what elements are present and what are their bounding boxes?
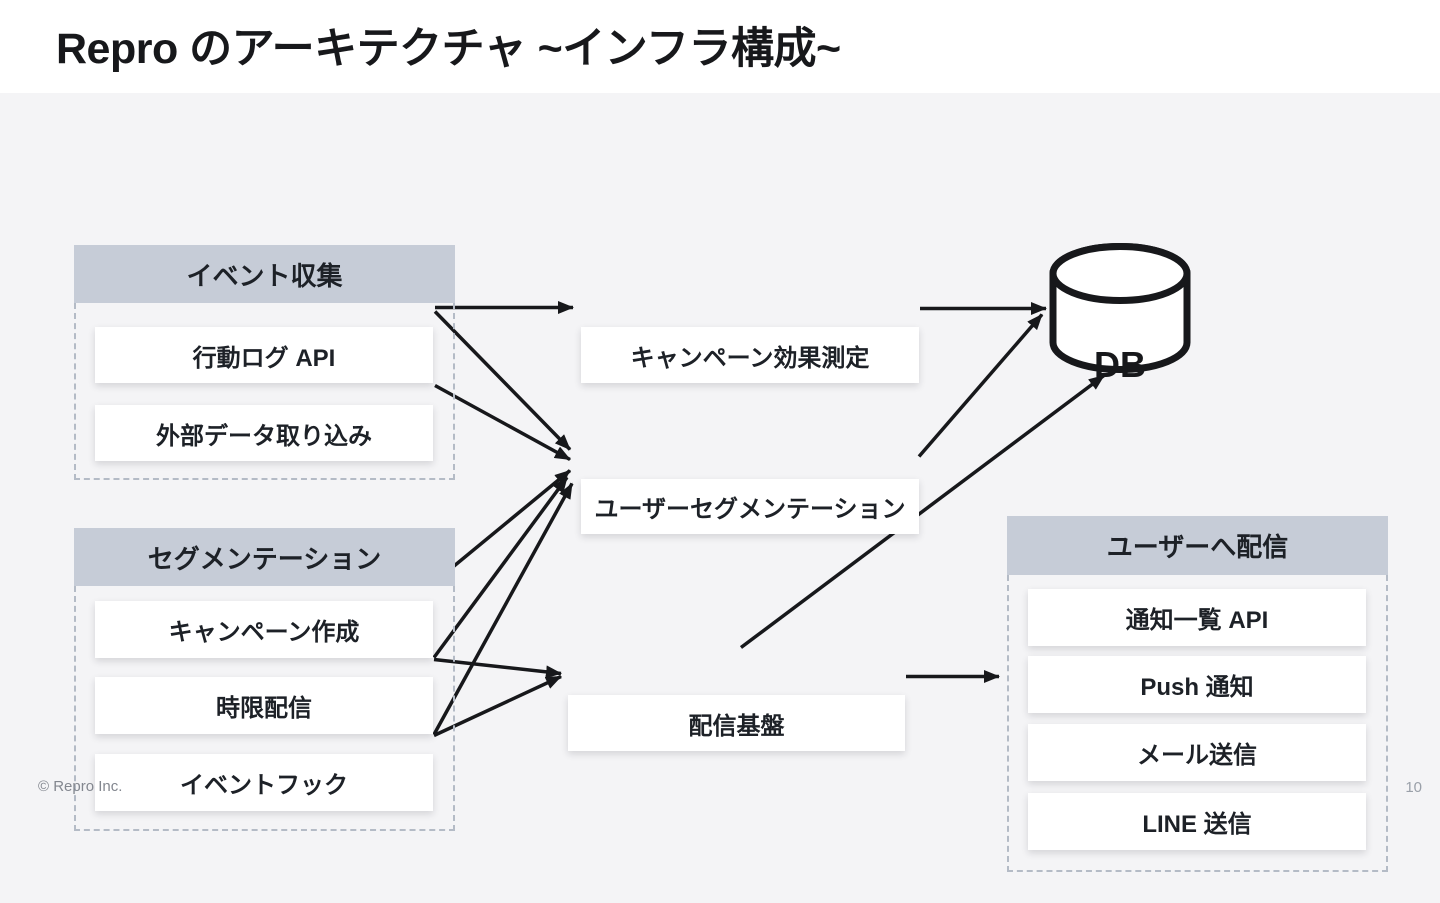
node-external-data-import: 外部データ取り込み — [95, 405, 433, 461]
group-header-user-delivery: ユーザーへ配信 — [1007, 516, 1388, 575]
node-push-notification: Push 通知 — [1028, 656, 1366, 713]
db-node-label: DB — [1094, 344, 1146, 385]
node-delivery-platform: 配信基盤 — [568, 695, 905, 751]
node-behavior-log-api: 行動ログ API — [95, 327, 433, 383]
node-event-hook: イベントフック — [95, 754, 433, 811]
node-timed-delivery: 時限配信 — [95, 677, 433, 734]
slide: Repro のアーキテクチャ ~インフラ構成~ — [0, 0, 1440, 872]
node-line-send: LINE 送信 — [1028, 793, 1366, 850]
edge-user-segmentation-to-db — [917, 313, 1044, 458]
footer-page-number: 10 — [1405, 779, 1422, 796]
group-header-segmentation: セグメンテーション — [74, 528, 455, 586]
node-user-segmentation: ユーザーセグメンテーション — [581, 479, 919, 534]
edge-behavior-log-api-to-user-segmentation — [433, 310, 572, 451]
title-bar: Repro のアーキテクチャ ~インフラ構成~ — [0, 0, 1440, 93]
page-title: Repro のアーキテクチャ ~インフラ構成~ — [56, 25, 841, 73]
node-campaign-measurement: キャンペーン効果測定 — [581, 327, 919, 383]
footer-copyright: © Repro Inc. — [38, 778, 123, 795]
diagram-canvas: イベント収集 行動ログ API 外部データ取り込み セグメンテーション キャンペ… — [0, 93, 1440, 872]
node-notification-list-api: 通知一覧 API — [1028, 589, 1366, 646]
group-header-event-collection: イベント収集 — [74, 245, 455, 303]
group-body-event-collection — [74, 303, 455, 480]
node-mail-send: メール送信 — [1028, 724, 1366, 781]
edge-external-data-import-to-user-segmentation — [434, 383, 571, 462]
node-campaign-creation: キャンペーン作成 — [95, 601, 433, 658]
